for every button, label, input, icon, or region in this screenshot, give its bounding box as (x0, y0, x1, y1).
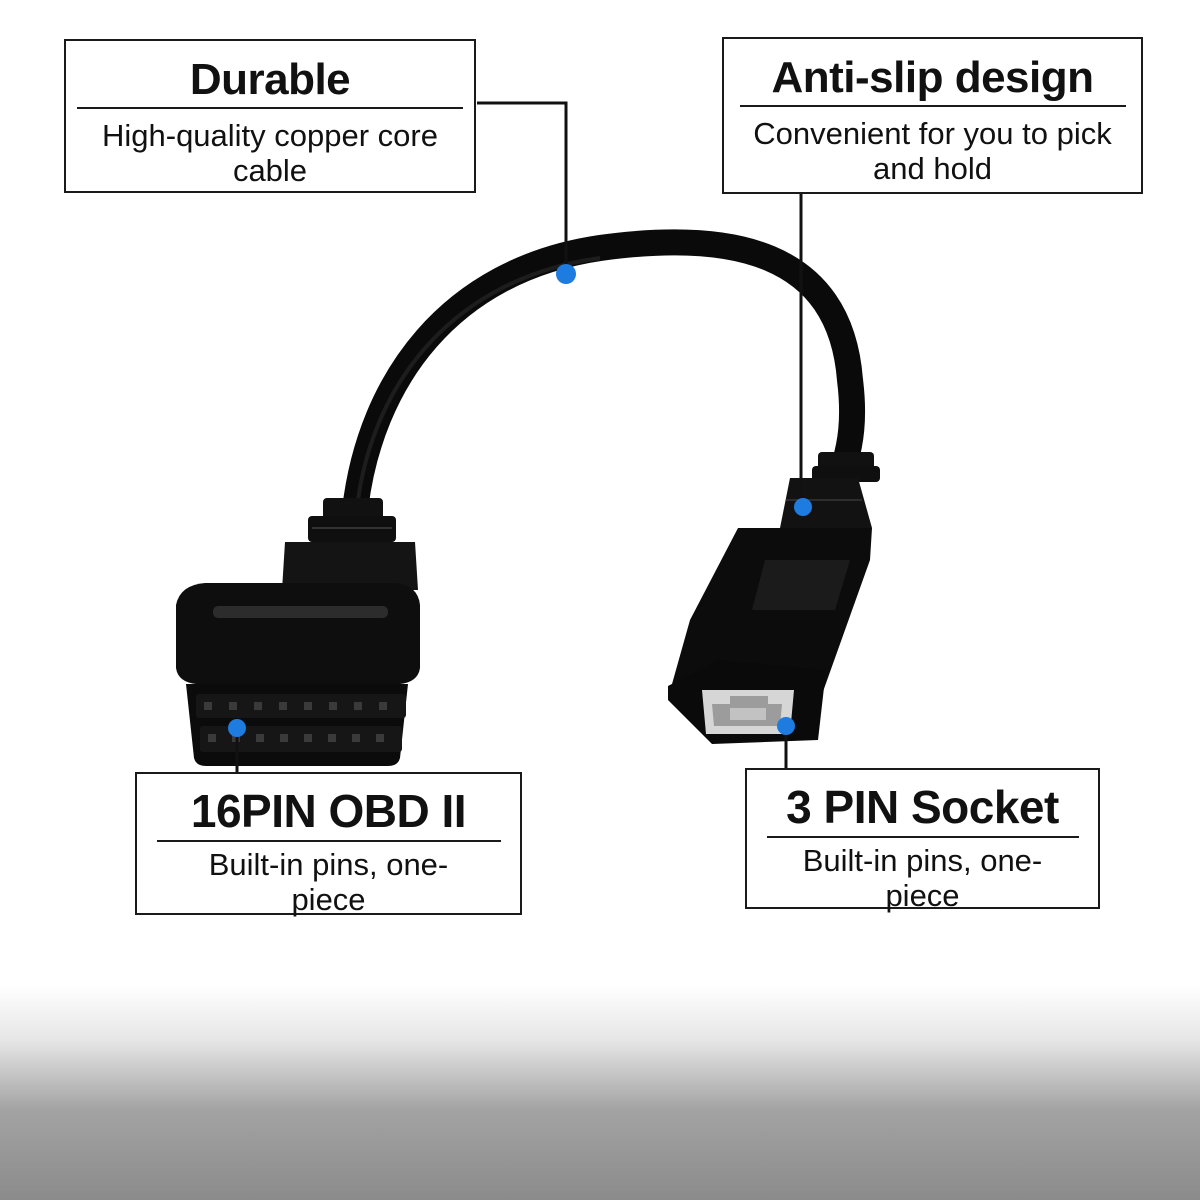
callout-title: 3 PIN Socket (766, 770, 1079, 838)
adapter-cable (342, 229, 866, 523)
callout-description: Built-in pins, one-piece (208, 847, 449, 917)
durable-callout: Durable High-quality copper core cable (64, 39, 476, 193)
anti-slip-callout: Anti-slip design Convenient for you to p… (722, 37, 1143, 194)
leader-dots (228, 264, 812, 737)
socket-pin-marker-dot (777, 717, 795, 735)
obd-pin-marker-dot (228, 719, 246, 737)
callout-description: Built-in pins, one-piece (802, 843, 1043, 913)
callout-title: 16PIN OBD II (156, 774, 501, 842)
socket-callout: 3 PIN Socket Built-in pins, one-piece (745, 768, 1100, 913)
grip-marker-dot (794, 498, 812, 516)
cable-marker-dot (556, 264, 576, 284)
socket-connector (668, 452, 880, 744)
obd-callout: 16PIN OBD II Built-in pins, one-piece (135, 772, 522, 917)
callout-description: High-quality copper core cable (101, 118, 438, 188)
callout-title: Durable (77, 41, 463, 109)
callout-description: Convenient for you to pick and hold (753, 116, 1112, 186)
callout-title: Anti-slip design (739, 39, 1126, 107)
obd-connector (176, 498, 420, 766)
